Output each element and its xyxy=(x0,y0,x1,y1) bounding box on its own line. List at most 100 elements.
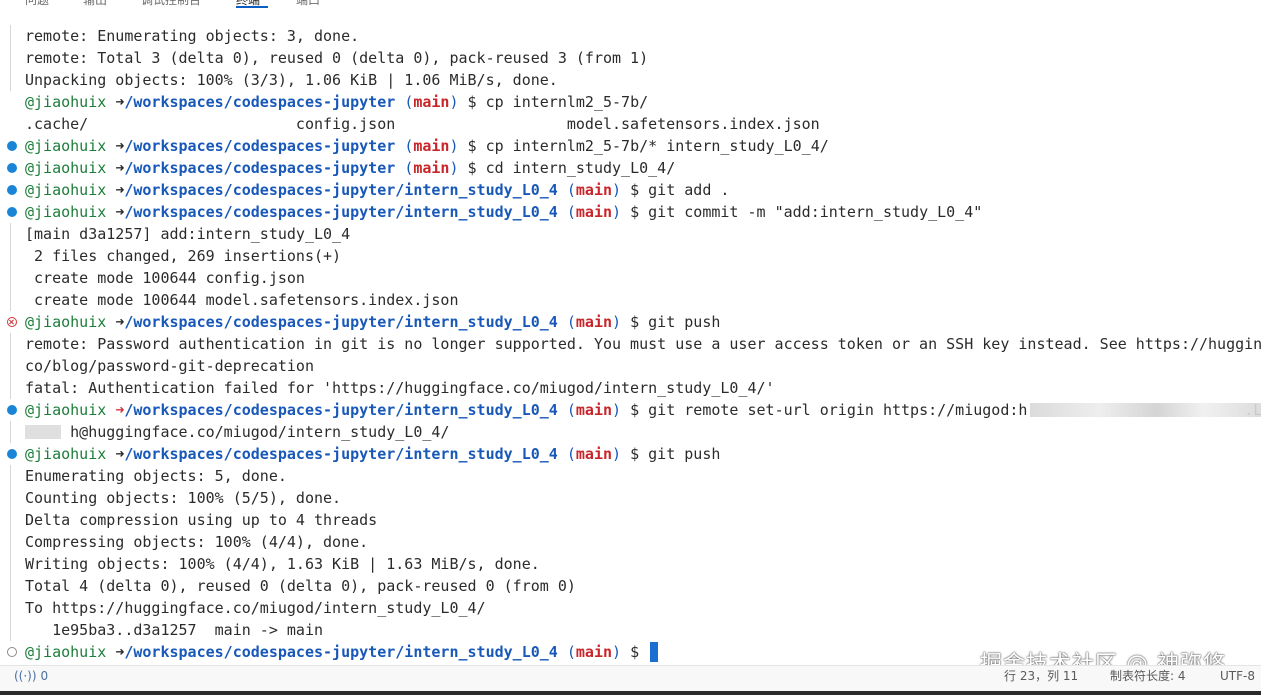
output-gutter-bar xyxy=(10,531,11,553)
output-text: 1e95ba3..d3a1257 main -> main xyxy=(25,621,324,639)
output-text: Delta compression using up to 4 threads xyxy=(25,511,378,529)
prompt-paren-close: ) xyxy=(449,93,459,111)
ports-status[interactable]: ((·))0 xyxy=(14,666,48,686)
output-gutter-bar xyxy=(10,377,11,399)
command-text: cp internlm2_5-7b/ xyxy=(485,93,649,111)
output-gutter-bar xyxy=(10,355,11,377)
output-text: h@huggingface.co/miugod/intern_study_L0_… xyxy=(25,423,450,441)
command-success-icon[interactable] xyxy=(7,449,17,459)
tab-debug-console[interactable]: 调试控制台 xyxy=(141,0,202,7)
tab-problems[interactable]: 问题 xyxy=(25,0,50,7)
output-line: create mode 100644 config.json xyxy=(0,267,1261,289)
prompt-user: @jiaohuix xyxy=(25,203,107,221)
output-line: 1e95ba3..d3a1257 main -> main xyxy=(0,619,1261,641)
output-line: .cache/ config.json model.safetensors.in… xyxy=(0,113,1261,135)
prompt-user: @jiaohuix xyxy=(25,445,107,463)
output-line: To https://huggingface.co/miugod/intern_… xyxy=(0,597,1261,619)
prompt-paren-close: ) xyxy=(612,643,622,661)
output-gutter-bar xyxy=(10,509,11,531)
tab-output[interactable]: 输出 xyxy=(83,0,108,7)
output-gutter-bar xyxy=(10,25,11,47)
prompt-paren-open: ( xyxy=(404,137,414,155)
prompt-branch: main xyxy=(413,159,450,177)
prompt-paren-open: ( xyxy=(566,313,576,331)
redacted-token xyxy=(1030,403,1261,417)
output-gutter-bar xyxy=(10,465,11,487)
prompt-dollar: $ xyxy=(630,313,640,331)
prompt-paren-close: ) xyxy=(449,159,459,177)
output-text: create mode 100644 model.safetensors.ind… xyxy=(25,291,459,309)
taskbar-edge xyxy=(0,691,1261,695)
prompt-user: @jiaohuix xyxy=(25,159,107,177)
command-error-icon[interactable] xyxy=(7,317,17,327)
command-success-icon[interactable] xyxy=(7,163,17,173)
indentation-status[interactable]: 制表符长度: 4 xyxy=(1110,669,1186,683)
output-text: remote: Enumerating objects: 3, done. xyxy=(25,27,360,45)
output-text: remote: Total 3 (delta 0), reused 0 (del… xyxy=(25,49,649,67)
output-gutter-bar xyxy=(10,619,11,641)
output-line: fatal: Authentication failed for 'https:… xyxy=(0,377,1261,399)
prompt-paren-close: ) xyxy=(612,181,622,199)
prompt-paren-open: ( xyxy=(404,93,414,111)
prompt-branch: main xyxy=(575,401,613,419)
output-line: Writing objects: 100% (4/4), 1.63 KiB | … xyxy=(0,553,1261,575)
output-text: remote: Password authentication in git i… xyxy=(25,335,1261,353)
output-line: Total 4 (delta 0), reused 0 (delta 0), p… xyxy=(0,575,1261,597)
output-line: Unpacking objects: 100% (3/3), 1.06 KiB … xyxy=(0,69,1261,91)
redacted-token xyxy=(25,425,61,439)
tab-terminal[interactable]: 终端 xyxy=(236,0,261,7)
prompt-arrow-icon: ➜ xyxy=(115,643,125,661)
prompt-path: /workspaces/codespaces-jupyter/intern_st… xyxy=(124,181,558,199)
prompt-dollar: $ xyxy=(630,401,640,419)
prompt-paren-open: ( xyxy=(566,643,576,661)
tab-ports[interactable]: 端口 xyxy=(296,0,321,7)
prompt-paren-close: ) xyxy=(449,137,459,155)
output-gutter-bar xyxy=(10,69,11,91)
prompt-paren-open: ( xyxy=(566,181,576,199)
output-line: 2 files changed, 269 insertions(+) xyxy=(0,245,1261,267)
command-success-icon[interactable] xyxy=(7,141,17,151)
output-line: Delta compression using up to 4 threads xyxy=(0,509,1261,531)
prompt-paren-open: ( xyxy=(566,203,576,221)
output-line: co/blog/password-git-deprecation xyxy=(0,355,1261,377)
output-gutter-bar xyxy=(10,421,11,443)
output-text: [main d3a1257] add:intern_study_L0_4 xyxy=(25,225,351,243)
output-text: Unpacking objects: 100% (3/3), 1.06 KiB … xyxy=(25,71,558,89)
terminal-output[interactable]: remote: Enumerating objects: 3, done. rem… xyxy=(0,25,1261,665)
output-line: Counting objects: 100% (5/5), done. xyxy=(0,487,1261,509)
prompt-arrow-icon: ➜ xyxy=(115,313,125,331)
output-gutter-bar xyxy=(10,47,11,69)
command-success-icon[interactable] xyxy=(7,185,17,195)
command-success-icon[interactable] xyxy=(7,207,17,217)
output-gutter-bar xyxy=(10,223,11,245)
output-gutter-bar xyxy=(10,245,11,267)
command-success-icon[interactable] xyxy=(7,405,17,415)
command-text: git push xyxy=(648,445,721,463)
prompt-line: @jiaohuix ➜/workspaces/codespaces-jupyte… xyxy=(0,157,1261,179)
prompt-path: /workspaces/codespaces-jupyter/intern_st… xyxy=(124,445,558,463)
output-text: Writing objects: 100% (4/4), 1.63 KiB | … xyxy=(25,555,540,573)
output-gutter-bar xyxy=(10,333,11,355)
prompt-dollar: $ xyxy=(467,137,477,155)
output-gutter-bar xyxy=(10,289,11,311)
output-gutter-bar xyxy=(10,553,11,575)
output-text: Enumerating objects: 5, done. xyxy=(25,467,287,485)
cursor-position[interactable]: 行 23，列 11 xyxy=(1004,669,1079,683)
prompt-dollar: $ xyxy=(630,643,640,661)
output-text: .cache/ config.json model.safetensors.in… xyxy=(25,115,820,133)
command-pending-icon[interactable] xyxy=(7,647,17,657)
output-text: fatal: Authentication failed for 'https:… xyxy=(25,379,775,397)
prompt-user: @jiaohuix xyxy=(25,313,107,331)
prompt-paren-open: ( xyxy=(404,159,414,177)
output-line: [main d3a1257] add:intern_study_L0_4 xyxy=(0,223,1261,245)
command-text: git push xyxy=(648,313,721,331)
prompt-arrow-icon: ➜ xyxy=(115,159,125,177)
prompt-line: @jiaohuix ➜/workspaces/codespaces-jupyte… xyxy=(0,311,1261,333)
prompt-user: @jiaohuix xyxy=(25,643,107,661)
output-line: Enumerating objects: 5, done. xyxy=(0,465,1261,487)
prompt-user: @jiaohuix xyxy=(25,181,107,199)
encoding-status[interactable]: UTF-8 xyxy=(1220,669,1255,683)
prompt-line: @jiaohuix ➜/workspaces/codespaces-jupyte… xyxy=(0,443,1261,465)
output-text: Total 4 (delta 0), reused 0 (delta 0), p… xyxy=(25,577,576,595)
prompt-user: @jiaohuix xyxy=(25,93,107,111)
